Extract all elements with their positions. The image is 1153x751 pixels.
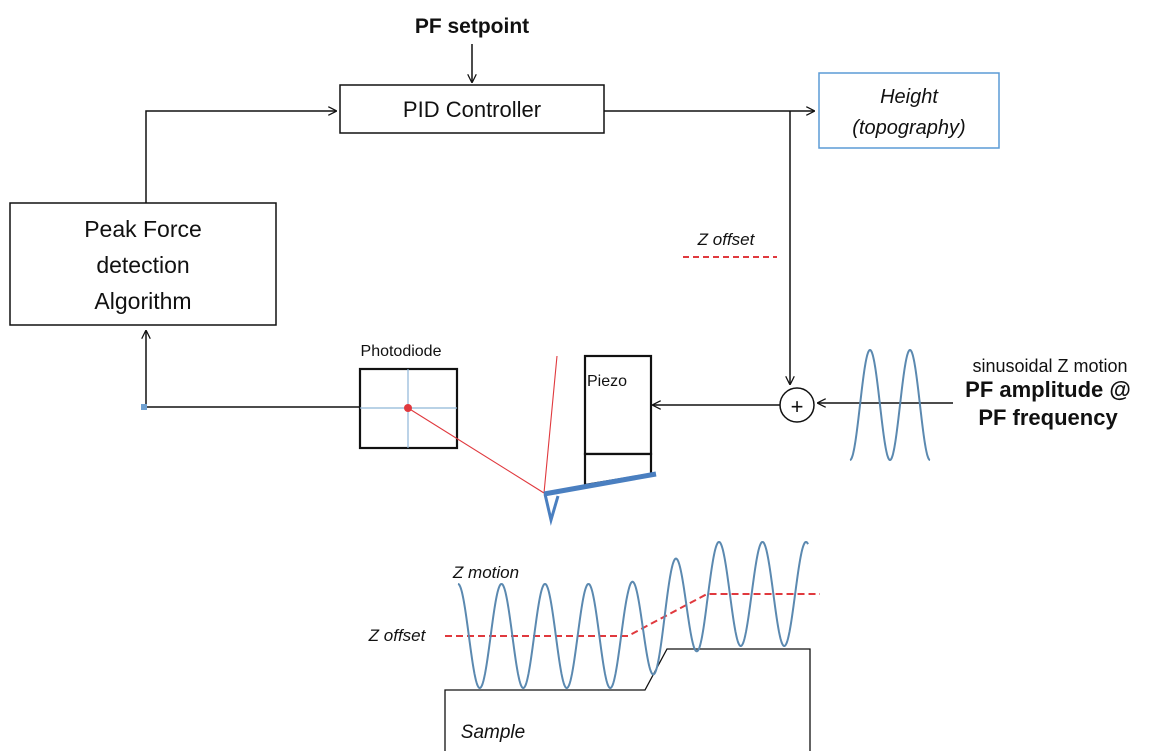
peak-force-line3: Algorithm: [94, 288, 191, 314]
feedback-to-pid-arrow: [145, 111, 336, 203]
cantilever: [543, 471, 657, 497]
piezo-label: Piezo: [587, 373, 627, 390]
height-label-line1: Height: [880, 86, 939, 108]
pid-controller-box: [339, 84, 605, 134]
photodiode-label: Photodiode: [361, 343, 442, 360]
pf-setpoint-label: PF setpoint: [415, 15, 529, 38]
height-label-line2: (topography): [852, 117, 965, 139]
pid-controller-label: PID Controller: [403, 97, 541, 122]
peak-force-line1: Peak Force: [84, 216, 202, 242]
height-box: [818, 72, 1000, 149]
piezo-box: [583, 354, 653, 456]
signal-node: [141, 404, 147, 410]
laser-spot: [404, 404, 412, 412]
z-motion-label: Z motion: [452, 563, 519, 582]
z-motion-wave: [457, 540, 809, 689]
peak-force-line2: detection: [96, 252, 189, 278]
peak-force-box: [9, 202, 277, 326]
sinusoidal-input-wave: [849, 348, 931, 462]
pf-amplitude-label: PF amplitude @: [965, 377, 1131, 402]
photodiode-to-detection-arrow: [146, 331, 360, 408]
z-offset-top-label: Z offset: [697, 230, 756, 249]
summing-junction-plus: +: [791, 394, 804, 419]
sinusoidal-label: sinusoidal Z motion: [972, 356, 1127, 376]
z-offset-trajectory: [445, 593, 820, 637]
afm-tip: [543, 493, 560, 526]
pf-frequency-label: PF frequency: [978, 405, 1118, 430]
z-offset-bottom-label: Z offset: [368, 626, 427, 645]
sample-label: Sample: [461, 722, 525, 743]
